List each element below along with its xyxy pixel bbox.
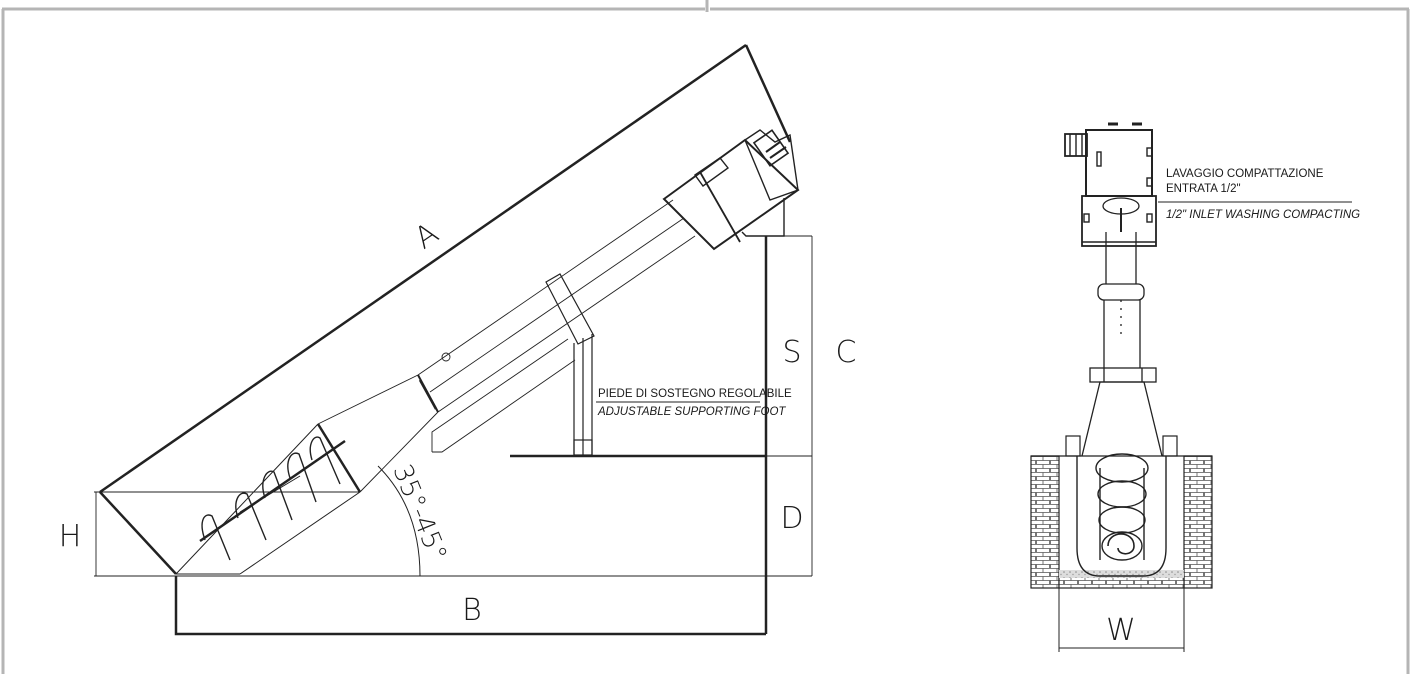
- washing-note-english: 1/2" INLET WASHING COMPACTING: [1166, 209, 1360, 221]
- dimension-label-w: W: [1106, 613, 1136, 648]
- pit-walls: [1030, 435, 1213, 589]
- dimension-label-c: C: [836, 335, 857, 370]
- spiral-screw: [1076, 453, 1167, 577]
- dimension-lines: [94, 235, 813, 636]
- dimension-label-h: H: [59, 519, 82, 554]
- foot-note-italian: PIEDE DI SOSTEGNO REGOLABILE: [598, 388, 792, 400]
- hopper: [1081, 367, 1163, 457]
- screw-flights: [201, 436, 341, 561]
- side-view: [94, 43, 813, 636]
- dimension-label-b: B: [462, 593, 482, 628]
- dimension-w-lines: [1058, 588, 1185, 652]
- side-view-labels: A S C D H B 35°-45° PIEDE DI SOSTEGNO RE…: [59, 216, 857, 628]
- conveyor-tube: [417, 199, 696, 453]
- washing-note-italian-line2: ENTRATA 1/2": [1166, 183, 1241, 195]
- dimension-label-a: A: [408, 216, 445, 256]
- front-view: [1030, 122, 1352, 652]
- vertical-tube: [1097, 197, 1145, 368]
- drive-head: [662, 129, 800, 634]
- foot-note-english: ADJUSTABLE SUPPORTING FOOT: [597, 406, 786, 418]
- washing-note-italian-line1: LAVAGGIO COMPATTAZIONE: [1166, 168, 1324, 180]
- motor-housing: [1064, 122, 1157, 247]
- dimension-label-d: D: [780, 501, 803, 536]
- dimension-label-s: S: [782, 335, 801, 370]
- front-view-labels: W LAVAGGIO COMPATTAZIONE ENTRATA 1/2" 1/…: [1106, 168, 1360, 648]
- support-foot: [510, 334, 766, 458]
- dimension-a: [99, 43, 792, 575]
- angle-label: 35°-45°: [386, 460, 452, 565]
